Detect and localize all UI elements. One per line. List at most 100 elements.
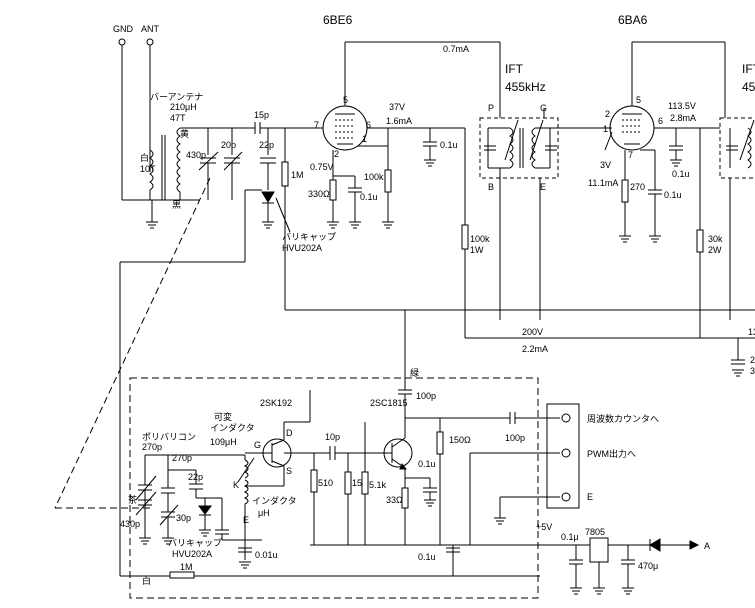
- c-001-label: 0.01u: [255, 550, 278, 560]
- oscillator-module-box: [129, 377, 539, 599]
- ind-unit: μH: [258, 508, 270, 518]
- plate-voltage-ba6: 113.5V: [668, 101, 696, 111]
- ba6-pin1: 1: [603, 124, 608, 134]
- e-label-osc: E: [243, 515, 249, 525]
- r-b-watt: 1W: [470, 245, 484, 255]
- c-cathode-ba6: 0.1u: [664, 190, 682, 200]
- s-label: S: [286, 466, 292, 476]
- vari-ind-value: 109μH: [210, 437, 237, 447]
- tube-6ba6-label: 6BA6: [618, 13, 648, 27]
- tube-6be6-envelope: [322, 105, 368, 151]
- ift-b: B: [488, 182, 494, 192]
- vari-ind-1: 可変: [214, 411, 232, 422]
- pin7: 7: [314, 120, 319, 130]
- ift-1-can: [479, 117, 559, 179]
- bar-antenna: バーアンテナ 210μH 47T 黄 白 10T 黒: [122, 92, 255, 229]
- varicap-label-osc: バリキャップ: [168, 538, 222, 548]
- bar-antenna-inductance: 210μH: [170, 102, 197, 112]
- ift-label: IFT: [505, 62, 524, 76]
- ift-1-secondary: [531, 127, 536, 169]
- poly-label: ポリバリコン: [142, 432, 196, 442]
- bar-antenna-label: バーアンテナ: [150, 92, 203, 102]
- gnd-terminal: [118, 38, 126, 46]
- r-150-label: 150Ω: [449, 435, 471, 445]
- pin-pwm: [561, 448, 571, 458]
- plus5v-label: +5V: [536, 522, 552, 532]
- regulator-ic: [589, 537, 609, 563]
- bjt-label: 2SC1815: [370, 398, 408, 408]
- r-grid-1m: [281, 161, 289, 187]
- c-10p-label: 10p: [325, 432, 340, 442]
- plate-current-ba6: 2.8mA: [670, 113, 696, 123]
- c-plate-label: 0.1u: [672, 169, 690, 179]
- r-grid-label: 1M: [291, 170, 304, 180]
- pin-counter: [561, 413, 571, 423]
- r-screen-w: 2W: [708, 245, 722, 255]
- c-big-label: 470μ: [638, 561, 658, 571]
- pin2: 2: [334, 149, 339, 159]
- vc-430p-osc: 430p: [120, 519, 140, 529]
- edge-v: 2: [750, 355, 755, 365]
- ba6-pin7: 7: [628, 150, 633, 160]
- wire-black-label: 黒: [172, 200, 181, 210]
- poly-cap: 270p: [142, 442, 162, 452]
- r-cathode-270: [621, 179, 629, 203]
- ift-e: E: [540, 182, 546, 192]
- r-510-label: 510: [318, 478, 333, 488]
- tube-6ba6-envelope: [609, 105, 655, 151]
- c-cathode-label: 0.1u: [360, 192, 378, 202]
- e-out-label: E: [587, 492, 593, 502]
- b-current: 2.2mA: [522, 344, 548, 354]
- tube-6ba6: 6BA6 5 2 6 1 7 3V 11.1mA 113.5V 2.8mA 0.…: [588, 13, 725, 338]
- c-in-label: 0.1μ: [561, 532, 579, 542]
- mixer-cathode: 0.75V 330Ω 0.1u 100k: [308, 162, 394, 229]
- d-label: D: [286, 428, 293, 438]
- r-510: [310, 469, 318, 493]
- osc-tank: ポリバリコン 270p 白 茶 430p 270p 30p 22p: [119, 189, 540, 586]
- r-15k-label: 15k: [352, 478, 367, 488]
- cathode-current: 11.1mA: [588, 178, 618, 188]
- cap-270p: 270p: [172, 453, 192, 463]
- pin6: 6: [366, 120, 371, 130]
- antenna-terminals: GND ANT: [113, 24, 160, 200]
- ba6-pin6: 6: [658, 116, 663, 126]
- ift2-freq: 45: [742, 80, 755, 94]
- wire-white-osc: 白: [142, 575, 151, 586]
- varicap-diode-osc: [198, 505, 212, 515]
- ant-terminal: [146, 38, 154, 46]
- fet-label: 2SK192: [260, 398, 292, 408]
- r-33-label: 33Ω: [386, 495, 403, 505]
- cap-30p: 30p: [176, 513, 191, 523]
- c-01u-b-label: 0.1u: [418, 552, 436, 562]
- antenna-tuning-caps: 430p 20p 22p バリキャップ HVU202A: [186, 128, 336, 253]
- fet-2sk192: 2SK192 G D S: [245, 390, 311, 487]
- wire-white-label: 白: [140, 152, 149, 163]
- k-label: K: [233, 480, 239, 490]
- wire-yellow-label: 黄: [180, 128, 189, 139]
- r-screen-label: 100k: [364, 172, 384, 182]
- regulator: +5V 0.1μ 7805 470μ A: [536, 522, 710, 595]
- varicap-part-osc: HVU202A: [172, 549, 212, 559]
- antenna-secondary-coil: [149, 149, 154, 200]
- ift-freq: 455kHz: [505, 80, 546, 94]
- osc-output: 150Ω 0.1u 100p 周波数カウンタへ PWM出力へ E: [310, 403, 659, 576]
- ift-2: IFT 45 13 2 3: [719, 42, 755, 377]
- r-screen-30k: [696, 229, 704, 253]
- r-1m-label: 1M: [180, 562, 193, 572]
- pin5: 5: [343, 95, 348, 105]
- ground-symbol: [146, 221, 158, 229]
- ift-1: IFT 455kHz P G B E: [479, 42, 600, 320]
- c-15p-label: 15p: [254, 110, 269, 120]
- c-out-label: 100p: [416, 391, 436, 401]
- c-screen-label: 0.1u: [440, 140, 458, 150]
- tube-6be6: 6BE6 5 7 6 2 1 0.7mA: [314, 13, 500, 180]
- ba6-pin5: 5: [636, 95, 641, 105]
- ant-label: ANT: [141, 24, 160, 34]
- plate-current: 0.7mA: [443, 44, 469, 54]
- diode: [649, 538, 661, 552]
- gnd-label: GND: [113, 24, 134, 34]
- g-label: G: [254, 440, 261, 450]
- edge-v2: 3: [750, 366, 755, 376]
- ind-label: インダクタ: [252, 495, 297, 506]
